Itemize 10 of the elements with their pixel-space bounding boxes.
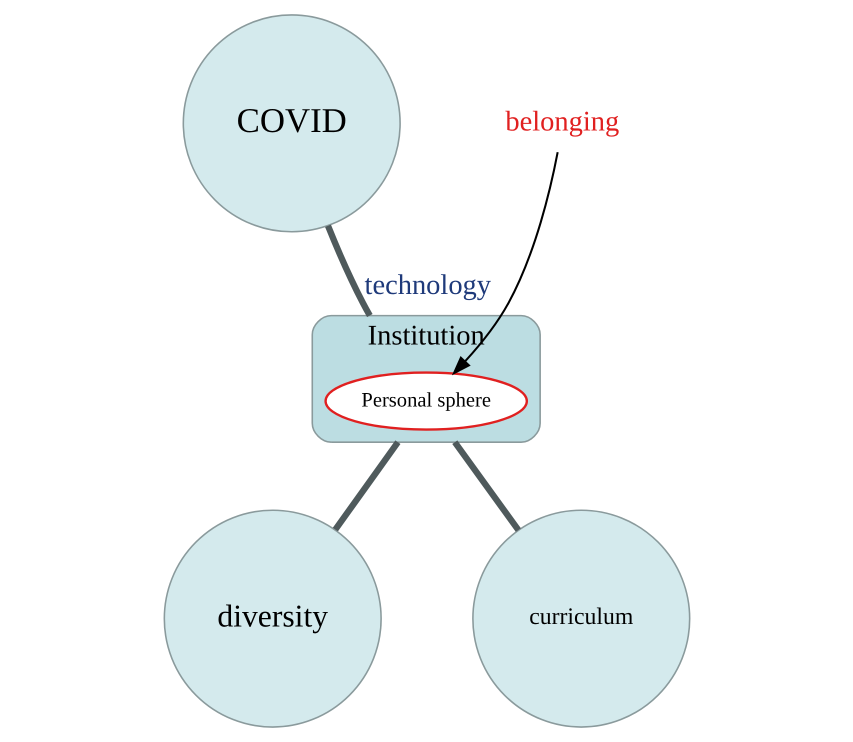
node-ellipse: Personal sphere <box>324 371 528 431</box>
node-circle: curriculum <box>472 509 690 728</box>
connector <box>324 224 372 318</box>
node-text: belonging <box>504 106 619 138</box>
edge-label: technology <box>364 270 491 302</box>
arrow <box>451 152 558 376</box>
connector <box>332 440 400 532</box>
node-circle: diversity <box>163 509 382 728</box>
node-circle: COVID <box>182 14 400 233</box>
connector <box>452 440 520 532</box>
